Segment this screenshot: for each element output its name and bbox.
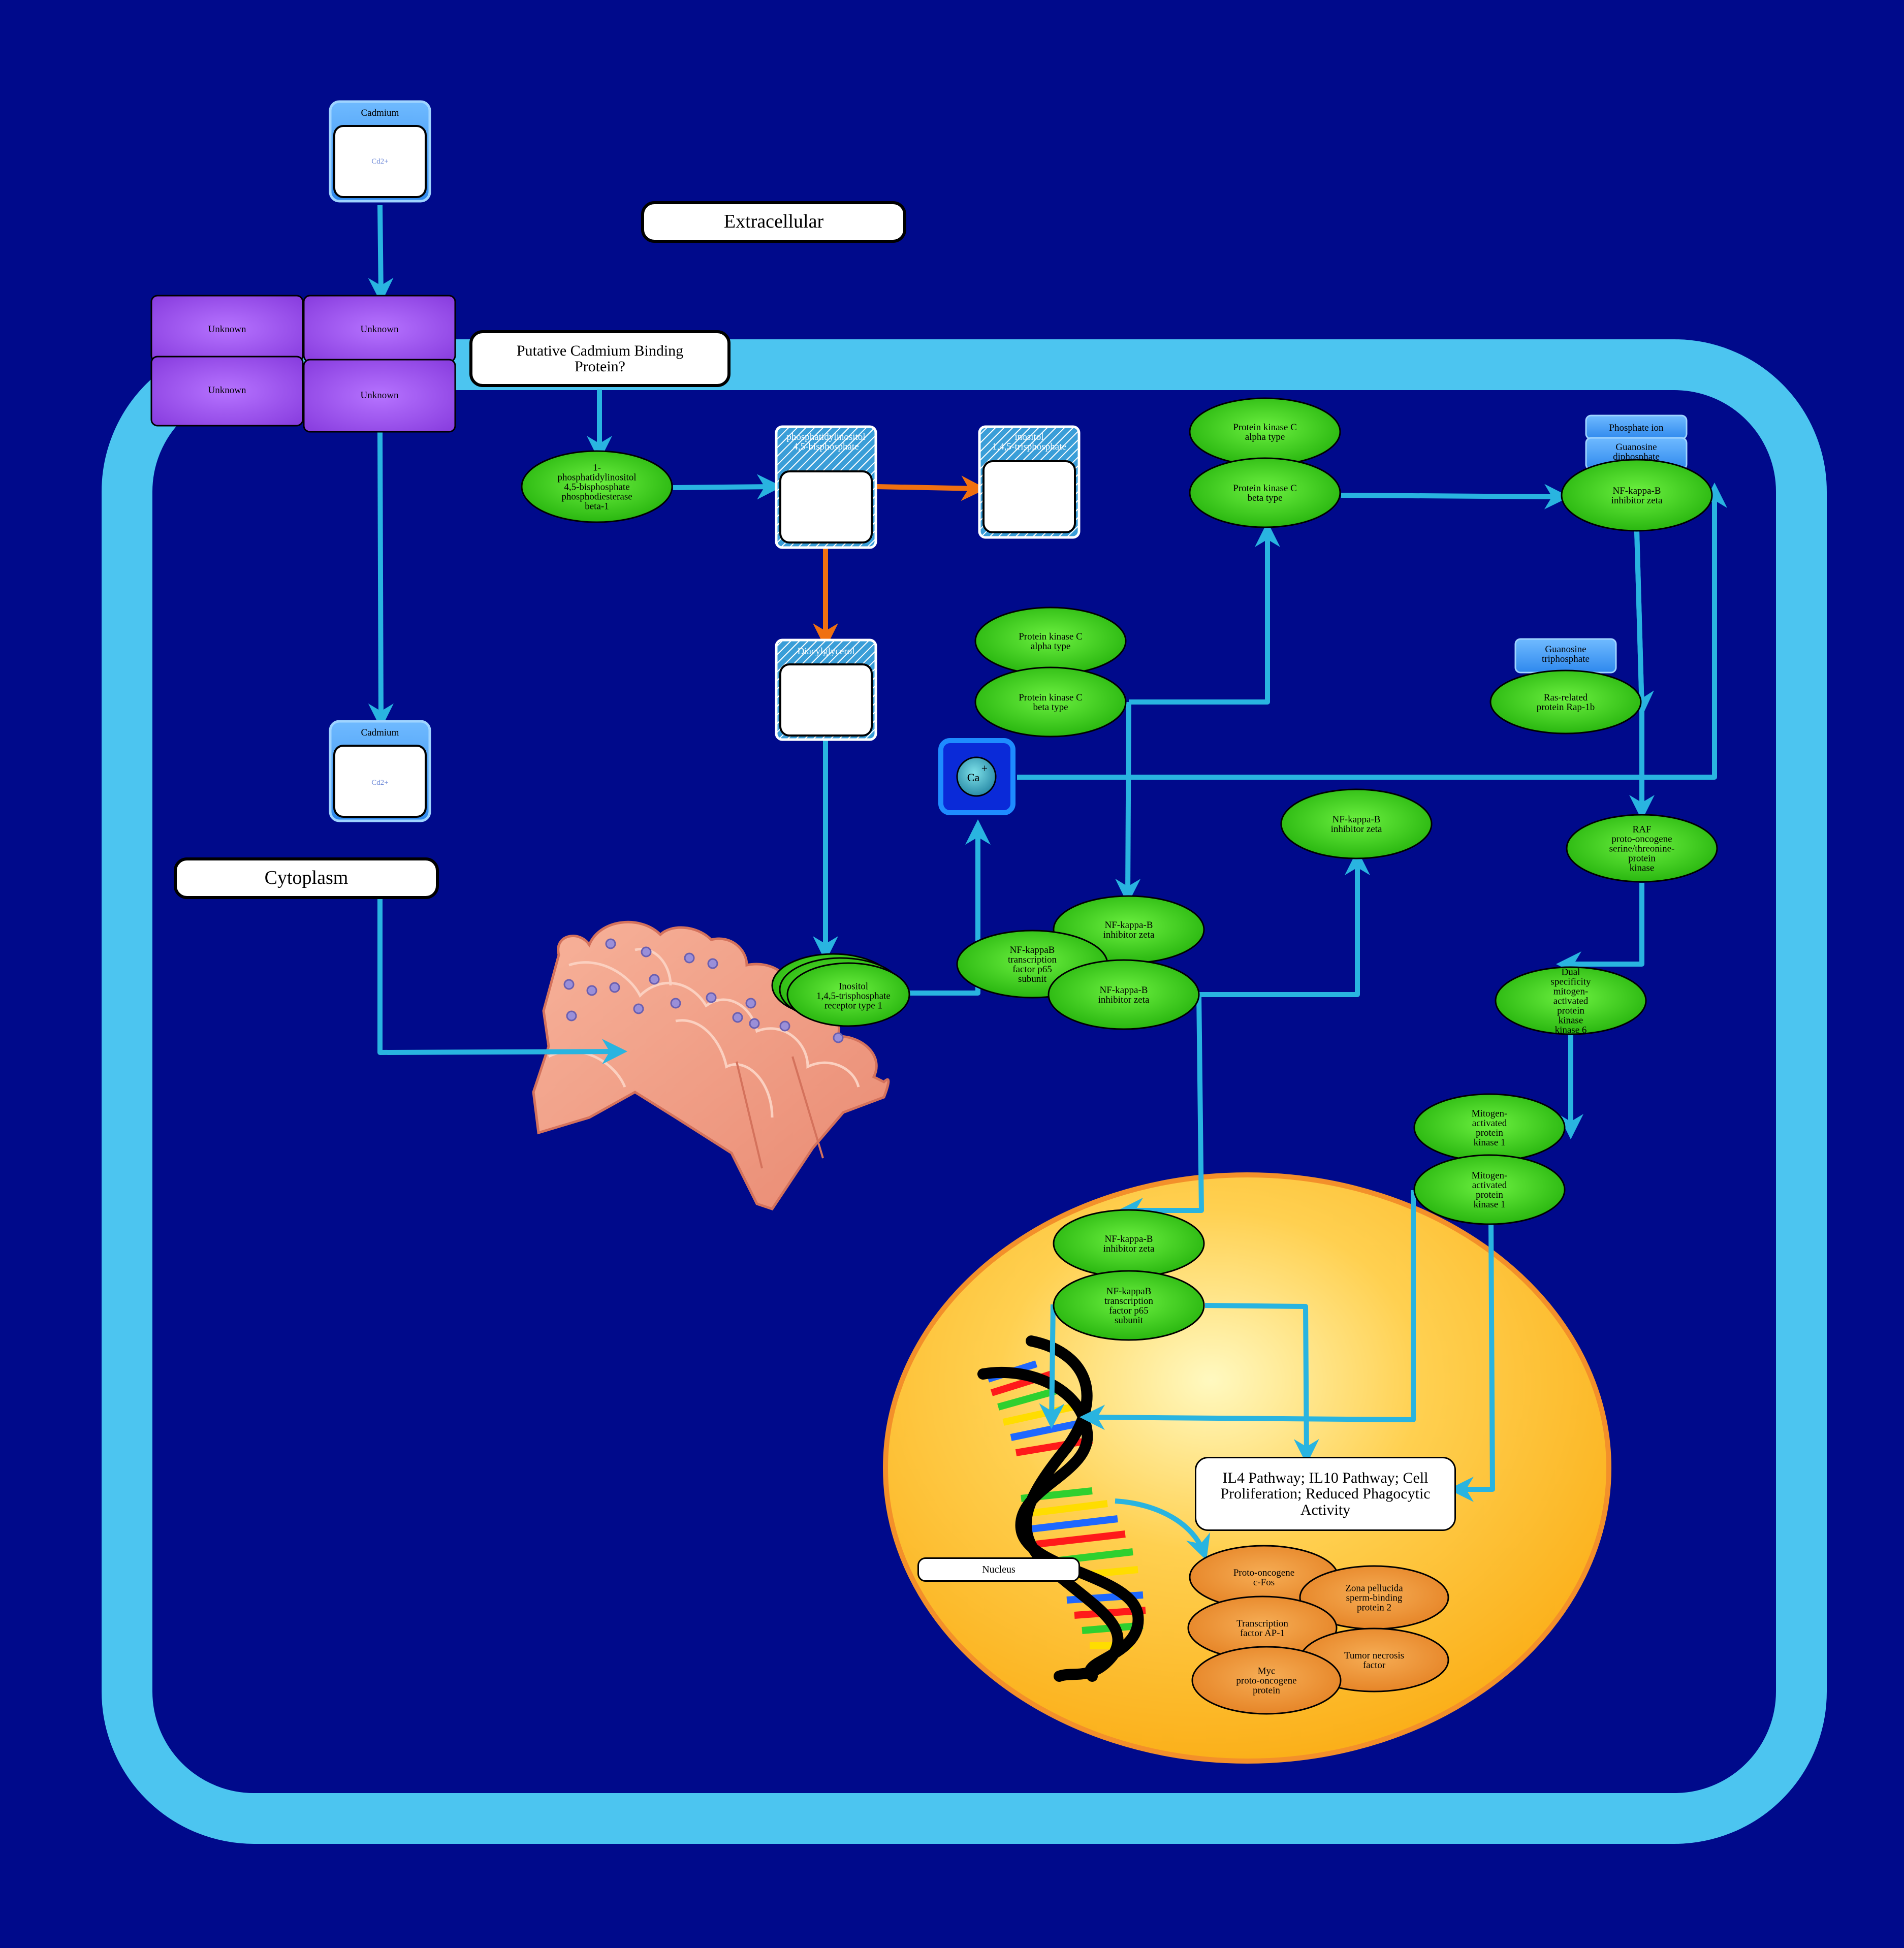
arrow-calcium-to-nfkbiz xyxy=(1017,483,1727,780)
arrow-p65-to-dna xyxy=(1039,1304,1065,1429)
arrow-mapk1-to-outcome xyxy=(1448,1224,1495,1502)
arrow-unknown-to-cadmium xyxy=(368,430,394,729)
calcium-charge: + xyxy=(981,762,988,775)
putative-binding-label: Putative Cadmium Binding Protein? xyxy=(469,330,731,387)
cell-membrane xyxy=(102,339,1827,1844)
unknown-label-2: Unknown xyxy=(361,324,399,335)
arrow-pkc-to-complex xyxy=(1115,701,1141,904)
unknown-protein-4[interactable]: Unknown xyxy=(303,359,456,433)
endoplasmic-reticulum-graphic xyxy=(532,920,890,1210)
arrow-rap1b-to-raf xyxy=(1629,530,1654,716)
cadmium-mid-title: Cadmium xyxy=(361,727,399,738)
arrow-p65-to-outcome xyxy=(1204,1303,1319,1464)
arrow-cadmium-to-er xyxy=(377,899,627,1065)
arrow-ip3r1-to-calcium xyxy=(897,819,991,996)
arrow-dna-to-targets xyxy=(1115,1498,1211,1561)
arrow-complex-to-nfkbiz xyxy=(1196,850,1370,997)
arrow-pkc-mid-to-pkc-top xyxy=(1129,522,1280,705)
arrow-complex-to-nucleus xyxy=(1118,993,1204,1223)
arrow-cadmium-to-unknown xyxy=(368,205,394,303)
cadmium-mid-formula: Cd2+ xyxy=(371,779,388,787)
calcium-label: Ca xyxy=(967,771,980,784)
arrow-mapk1-to-dna xyxy=(1080,1190,1416,1430)
calcium-ion[interactable]: Ca + xyxy=(938,738,1016,815)
unknown-protein-2[interactable]: Unknown xyxy=(303,295,456,363)
phosphate-ion[interactable]: Phosphate ion xyxy=(1585,414,1688,440)
unknown-protein-1[interactable]: Unknown xyxy=(150,295,304,363)
unknown-label-4: Unknown xyxy=(361,390,399,401)
nucleus-label: Nucleus xyxy=(917,1557,1080,1582)
arrow-pkc-to-nfkbiz xyxy=(1341,484,1570,509)
cadmium-top-formula: Cd2+ xyxy=(371,157,388,166)
phosphate-ion-label: Phosphate ion xyxy=(1609,423,1664,433)
dag-title: Diacylglycerol xyxy=(798,646,855,657)
cadmium-mid[interactable]: Cadmium Cd2+ xyxy=(329,720,431,822)
dag-metabolite[interactable]: Diacylglycerol xyxy=(775,638,877,741)
unknown-label-1: Unknown xyxy=(208,324,246,335)
unknown-protein-3[interactable]: Unknown xyxy=(150,356,304,427)
arrow-plcb1-to-pip2 xyxy=(673,474,782,500)
outcome-label: IL4 Pathway; IL10 Pathway; Cell Prolifer… xyxy=(1195,1457,1456,1531)
cadmium-top-title: Cadmium xyxy=(361,108,399,118)
unknown-label-3: Unknown xyxy=(208,385,246,396)
arrow-raf-to-map2k6 xyxy=(1556,883,1644,977)
cadmium-top[interactable]: Cadmium Cd2+ xyxy=(329,100,431,203)
cytoplasm-label: Cytoplasm xyxy=(174,857,439,899)
extracellular-label: Extracellular xyxy=(641,201,906,243)
arrow-pip2-to-ip3 xyxy=(876,475,987,501)
